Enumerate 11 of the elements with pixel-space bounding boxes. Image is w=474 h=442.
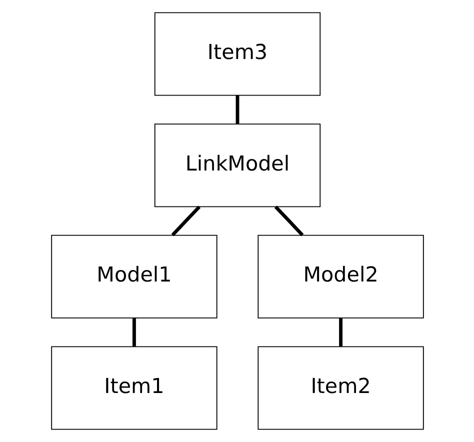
connector <box>170 206 200 236</box>
connector <box>132 318 136 346</box>
node-box: LinkModel <box>154 124 320 208</box>
connector <box>235 95 239 124</box>
node-box: Model2 <box>257 234 424 318</box>
node-box: Model1 <box>50 234 217 318</box>
connector <box>274 206 304 236</box>
node-box: Item3 <box>154 12 320 96</box>
connector <box>338 318 342 346</box>
node-box: Item1 <box>50 346 217 430</box>
node-box: Item2 <box>257 346 424 430</box>
